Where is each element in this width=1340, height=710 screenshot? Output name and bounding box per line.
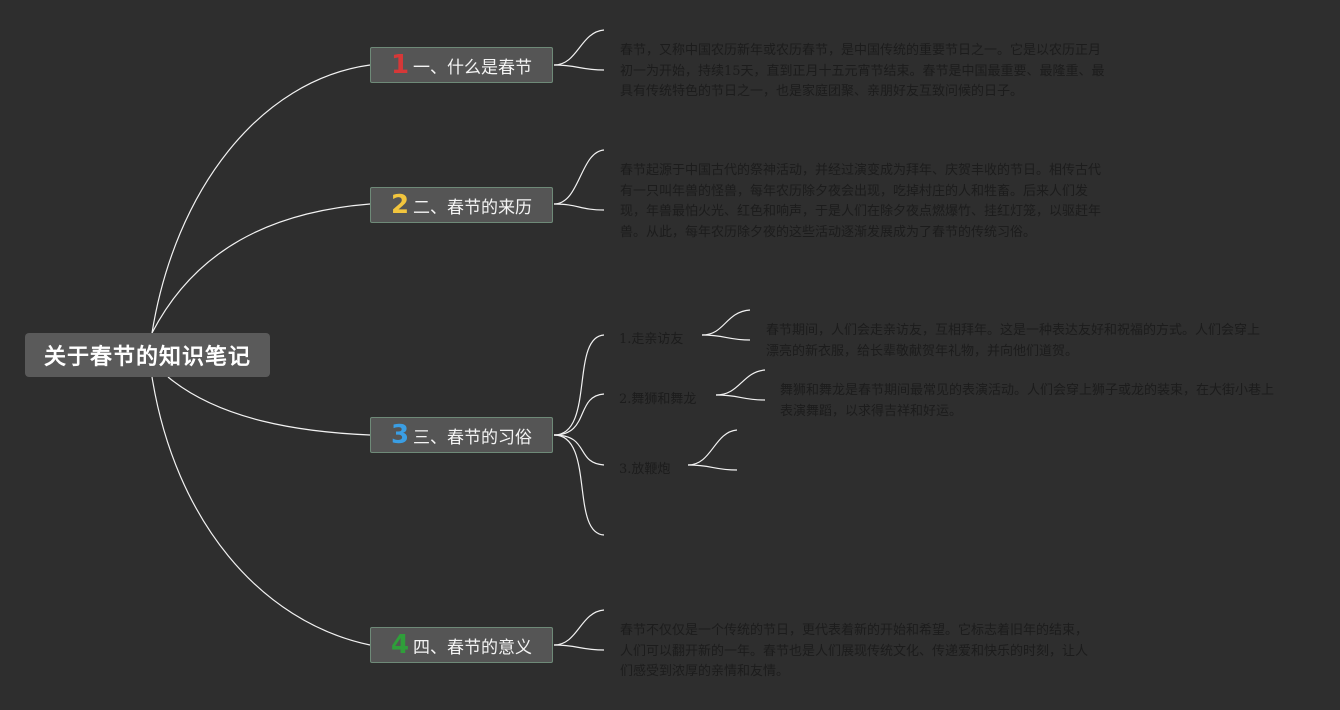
number-1-icon: 1 xyxy=(390,50,410,80)
branch-topic2-note-top xyxy=(553,149,605,205)
branch-topic4-note-bottom xyxy=(553,644,605,651)
branch-topic1-note-top xyxy=(553,29,605,66)
root-topic[interactable]: 关于春节的知识笔记 xyxy=(25,333,270,377)
branch-sub3-note-bottom xyxy=(687,464,738,471)
subtopic-note[interactable]: 春节期间，人们会走亲访友，互相拜年。这是一种表达友好和祝福的方式。人们会穿上漂亮… xyxy=(766,323,1261,359)
number-2-icon: 2 xyxy=(390,190,410,220)
topic-what-is-spring-festival[interactable]: 1 一、什么是春节 xyxy=(370,47,553,83)
branch-root-topic3 xyxy=(167,376,371,436)
topic-note[interactable]: 春节起源于中国古代的祭神活动，并经过演变成为拜年、庆贺丰收的节日。相传古代有一只… xyxy=(620,163,1102,240)
subtopic-firecrackers[interactable]: 3.放鞭炮 xyxy=(619,462,671,477)
branch-topic1-note-bottom xyxy=(553,64,605,71)
branch-root-topic2 xyxy=(151,203,371,334)
branch-sub3-note-top xyxy=(687,429,738,466)
branch-topic2-note-bottom xyxy=(553,203,605,211)
topic-customs[interactable]: 3 三、春节的习俗 xyxy=(370,417,553,453)
number-4-icon: 4 xyxy=(390,630,410,660)
subtopic-lion-dragon-dance[interactable]: 2.舞狮和舞龙 xyxy=(619,392,697,407)
topic-note[interactable]: 春节不仅仅是一个传统的节日，更代表着新的开始和希望。它标志着旧年的结束，人们可以… xyxy=(620,623,1089,679)
topic-meaning[interactable]: 4 四、春节的意义 xyxy=(370,627,553,663)
topic-label: 二、春节的来历 xyxy=(413,197,533,218)
branch-topic4-note-top xyxy=(553,609,605,646)
branch-sub1-note-top xyxy=(701,309,751,336)
branch-root-topic4 xyxy=(151,376,371,646)
branch-topic3-sub1 xyxy=(553,334,605,436)
branch-topic3-sub2 xyxy=(553,393,605,436)
topic-note[interactable]: 春节，又称中国农历新年或农历春节，是中国传统的重要节日之一。它是以农历正月初一为… xyxy=(620,43,1105,99)
topic-label: 一、什么是春节 xyxy=(413,57,533,78)
branch-sub2-note-bottom xyxy=(715,394,766,401)
topic-origin[interactable]: 2 二、春节的来历 xyxy=(370,187,553,223)
branch-topic3-empty xyxy=(553,434,605,536)
branch-sub1-note-bottom xyxy=(701,334,751,341)
topic-label: 四、春节的意义 xyxy=(413,637,533,658)
subtopic-visiting-relatives[interactable]: 1.走亲访友 xyxy=(619,332,684,347)
branch-root-topic1 xyxy=(151,64,371,334)
root-topic-title: 关于春节的知识笔记 xyxy=(43,345,251,370)
topic-label: 三、春节的习俗 xyxy=(413,427,533,448)
number-3-icon: 3 xyxy=(390,420,410,450)
branch-topic3-sub3 xyxy=(553,434,605,466)
subtopic-note[interactable]: 舞狮和舞龙是春节期间最常见的表演活动。人们会穿上狮子或龙的装束，在大街小巷上表演… xyxy=(780,383,1275,419)
branch-sub2-note-top xyxy=(715,369,766,396)
